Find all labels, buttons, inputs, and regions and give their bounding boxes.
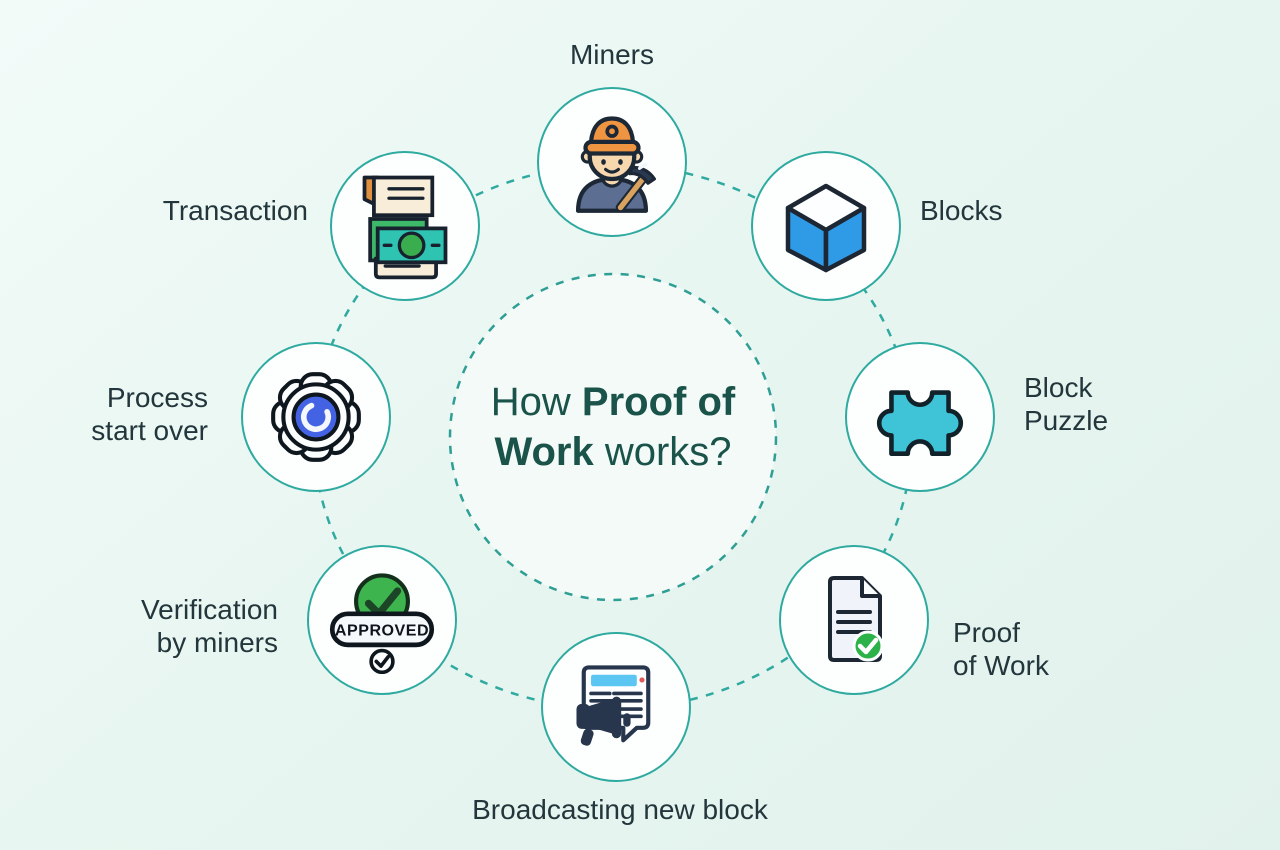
label-blocks: Blocks (920, 195, 1003, 226)
label-proof-of-work: Proof of Work (953, 617, 1049, 681)
title-line-1: How Proof of (443, 377, 783, 427)
title-regular-2: works? (604, 430, 732, 474)
label-miners: Miners (569, 39, 654, 70)
label-transaction: Transaction (162, 195, 308, 226)
browser-bar (591, 674, 637, 687)
center-dashed-circle (448, 272, 778, 602)
label-process-start-over: Process start over (91, 382, 208, 446)
miner-icon (575, 116, 656, 213)
title-bold-2: Work (494, 430, 594, 474)
title-line-2: Work works? (443, 427, 783, 477)
gear-refresh-icon (271, 372, 361, 462)
puzzle-piece-icon (876, 390, 964, 457)
cube-icon (785, 183, 867, 273)
document-check-icon (828, 576, 884, 662)
notification-dot (639, 677, 645, 683)
node-block-puzzle (845, 342, 995, 492)
node-proof-of-work (779, 545, 929, 695)
node-verification: APPROVED (307, 545, 457, 695)
node-broadcasting (541, 632, 691, 782)
node-transaction (330, 151, 480, 301)
megaphone-announcement-icon (576, 665, 651, 746)
label-broadcasting: Broadcasting new block (472, 794, 768, 825)
node-miners (537, 87, 687, 237)
node-blocks (751, 151, 901, 301)
page-title: How Proof of Work works? (443, 377, 783, 477)
title-regular-1: How (490, 380, 571, 424)
approved-stamp-icon: APPROVED (329, 573, 435, 674)
label-verification: Verification by miners (141, 594, 278, 658)
megaphone-glyph (576, 696, 631, 746)
label-block-puzzle: Block Puzzle (1024, 372, 1109, 436)
receipt-money-icon (362, 175, 448, 279)
title-bold-1: Proof of (581, 380, 736, 424)
approved-badge-text: APPROVED (335, 622, 429, 640)
node-process-start-over (241, 342, 391, 492)
